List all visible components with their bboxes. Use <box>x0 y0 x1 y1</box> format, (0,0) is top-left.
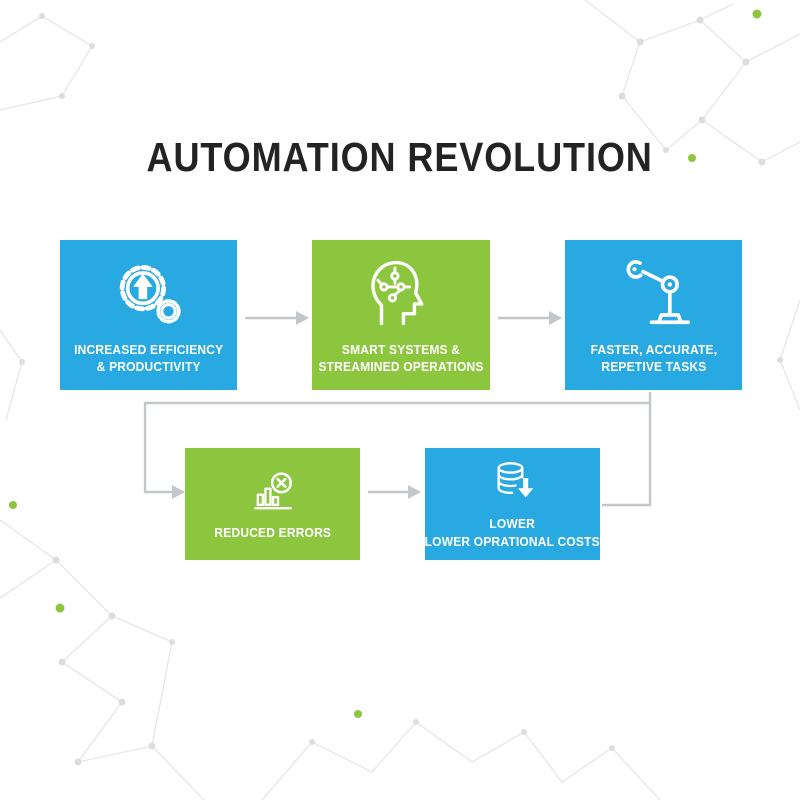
page-title: AUTOMATION REVOLUTION <box>146 134 654 180</box>
database-down-icon <box>486 457 540 511</box>
box-label: REDUCED ERRORS <box>214 525 331 540</box>
box-label: FASTER, ACCURATE, REPETIVE TASKS <box>590 342 717 375</box>
robot-arm-icon <box>615 254 693 332</box>
box-label: LOWER LOWER OPRATIONAL COSTS <box>424 517 601 549</box>
connector-3-5 <box>602 392 652 507</box>
box-increased-efficiency: INCREASED EFFICIENCY & PRODUCTIVITY <box>60 240 237 390</box>
brain-circuit-icon <box>362 254 440 332</box>
box-repetitive-tasks: FASTER, ACCURATE, REPETIVE TASKS <box>565 240 742 390</box>
box-reduced-errors: REDUCED ERRORS <box>185 448 360 560</box>
error-chart-icon <box>246 466 300 520</box>
box-lower-costs: LOWER LOWER OPRATIONAL COSTS <box>425 448 600 560</box>
box-label: INCREASED EFFICIENCY & PRODUCTIVITY <box>73 342 224 375</box>
gear-up-arrow-icon <box>110 254 188 332</box>
box-smart-systems: SMART SYSTEMS & STREAMINED OPERATIONS <box>312 240 490 390</box>
box-label: SMART SYSTEMS & STREAMINED OPERATIONS <box>318 342 484 375</box>
